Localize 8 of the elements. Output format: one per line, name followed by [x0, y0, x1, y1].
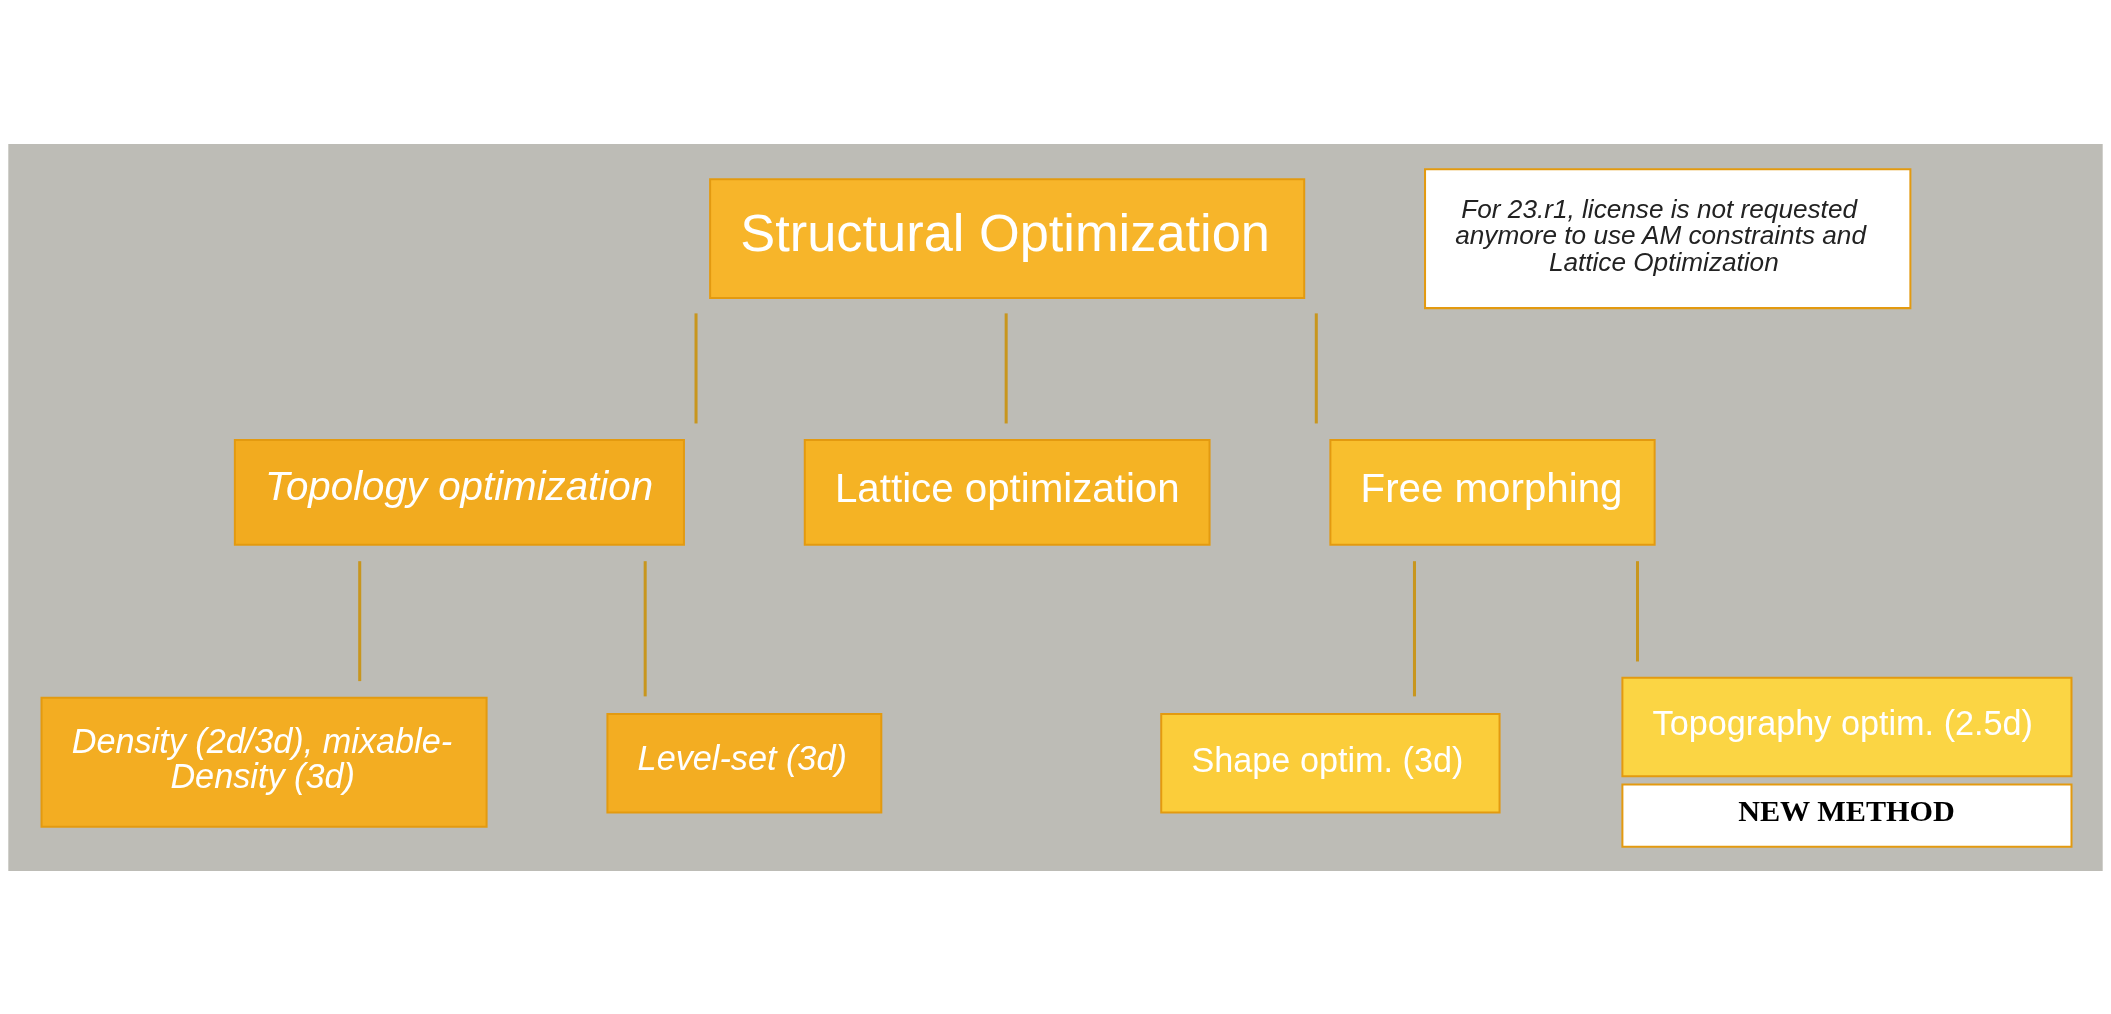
node-label: NEW METHOD: [1738, 793, 1955, 828]
connector: [1314, 312, 1318, 423]
connector: [694, 312, 698, 423]
connector: [1412, 560, 1416, 696]
connector: [643, 560, 647, 696]
connector: [358, 560, 362, 681]
connector: [1004, 312, 1008, 423]
connector: [1636, 560, 1639, 661]
